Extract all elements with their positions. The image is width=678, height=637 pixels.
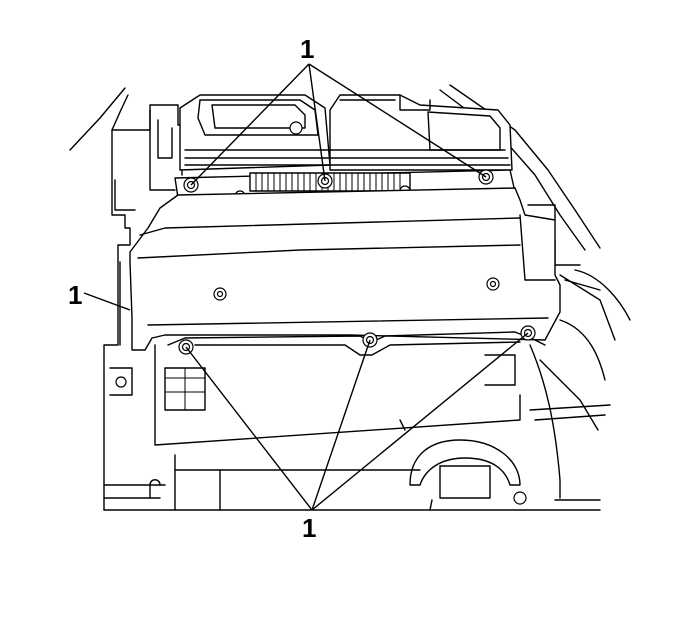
leader-bottom-left: [185, 346, 313, 511]
callout-bottom: 1: [302, 513, 316, 543]
leader-top-left: [190, 63, 310, 186]
leader-bottom-right: [311, 332, 529, 511]
leader-top-center: [308, 63, 326, 182]
upper-housing: [174, 94, 516, 202]
callout-left: 1: [68, 280, 82, 310]
leader-top-right: [308, 63, 487, 178]
front-cover-panel: [129, 187, 561, 356]
callout-top: 1: [300, 34, 314, 64]
leader-bottom-center: [311, 339, 371, 511]
leader-lines: [83, 63, 529, 511]
leader-left: [83, 292, 131, 311]
background-structure: [69, 84, 631, 511]
